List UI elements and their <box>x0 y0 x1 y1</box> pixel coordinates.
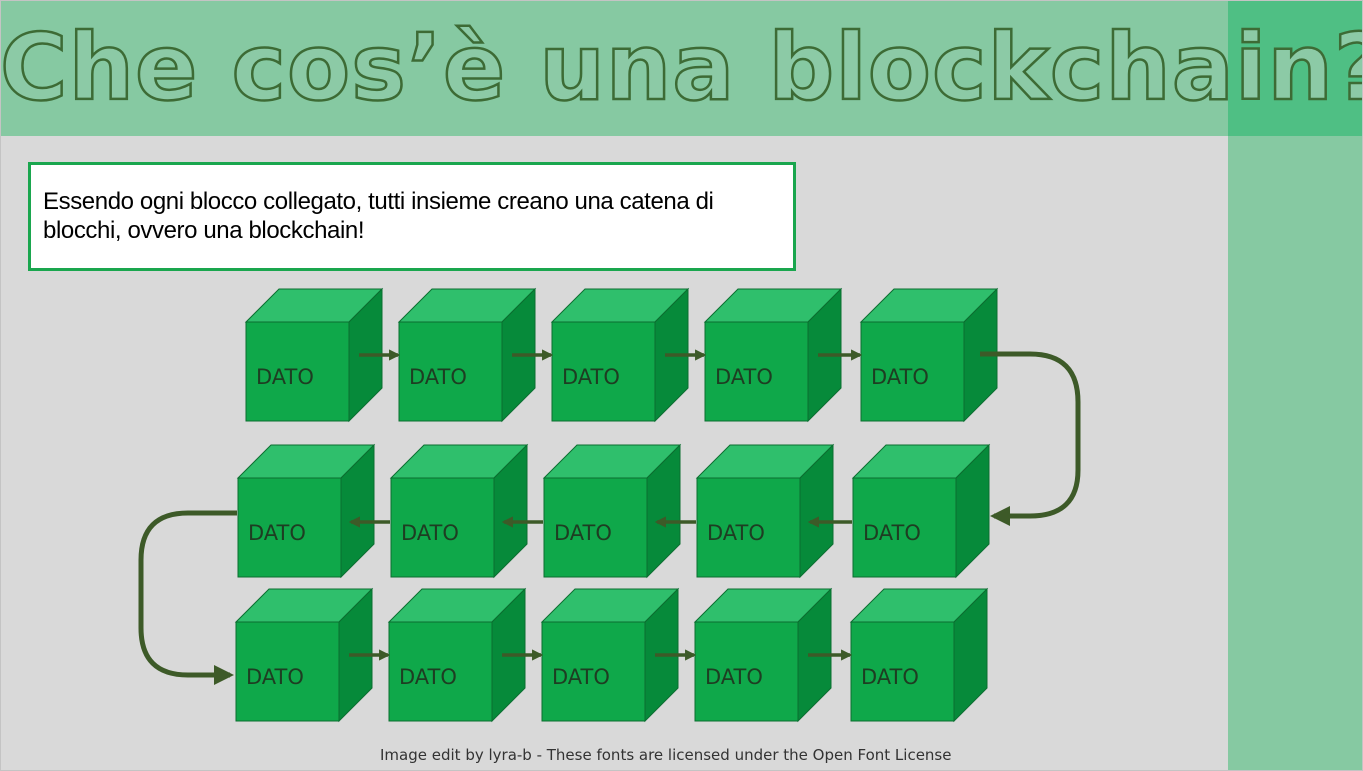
block-label: DATO <box>861 665 919 689</box>
cube-front-face <box>694 621 799 722</box>
data-block: DATO <box>389 443 529 579</box>
cube-front-face <box>390 477 495 578</box>
body-text: Essendo ogni blocco collegato, tutti ins… <box>43 188 714 244</box>
block-label: DATO <box>248 521 306 545</box>
block-label: DATO <box>705 665 763 689</box>
right-side-panel <box>1228 136 1363 771</box>
cube-front-face <box>860 321 965 422</box>
cube-front-face <box>852 477 957 578</box>
cube-front-face <box>543 477 648 578</box>
block-label: DATO <box>246 665 304 689</box>
cube-front-face <box>235 621 340 722</box>
cube-group: DATO DATO DATO DATO DATO DATO DATO DATO DATO DATO… <box>234 287 999 723</box>
cube-front-face <box>245 321 350 422</box>
cube-front-face <box>237 477 342 578</box>
arrow-group <box>138 349 1081 685</box>
cube-front-face <box>704 321 809 422</box>
cube-front-face <box>541 621 646 722</box>
footer-credit: Image edit by lyra-b - These fonts are l… <box>380 746 952 764</box>
data-block: DATO <box>859 287 999 423</box>
block-label: DATO <box>707 521 765 545</box>
block-label: DATO <box>715 365 773 389</box>
data-block: DATO <box>244 287 384 423</box>
block-label: DATO <box>256 365 314 389</box>
cube-front-face <box>551 321 656 422</box>
curved-connector-right <box>980 351 1081 526</box>
slide-title: Che cos’è una blockchain? <box>0 13 1363 123</box>
block-label: DATO <box>562 365 620 389</box>
block-label: DATO <box>552 665 610 689</box>
cube-front-face <box>696 477 801 578</box>
block-label: DATO <box>401 521 459 545</box>
header-band <box>0 0 1228 136</box>
data-block: DATO <box>849 587 989 723</box>
curved-connector-left <box>138 510 237 685</box>
header-corner-band <box>1228 0 1363 136</box>
data-block: DATO <box>540 587 680 723</box>
data-block: DATO <box>851 443 991 579</box>
data-block: DATO <box>542 443 682 579</box>
block-label: DATO <box>871 365 929 389</box>
cube-front-face <box>398 321 503 422</box>
text-box: Essendo ogni blocco collegato, tutti ins… <box>28 162 796 271</box>
block-label: DATO <box>409 365 467 389</box>
block-label: DATO <box>399 665 457 689</box>
cube-front-face <box>850 621 955 722</box>
data-block: DATO <box>236 443 376 579</box>
cube-front-face <box>388 621 493 722</box>
data-block: DATO <box>695 443 835 579</box>
data-block: DATO <box>234 587 374 723</box>
block-label: DATO <box>554 521 612 545</box>
block-label: DATO <box>863 521 921 545</box>
